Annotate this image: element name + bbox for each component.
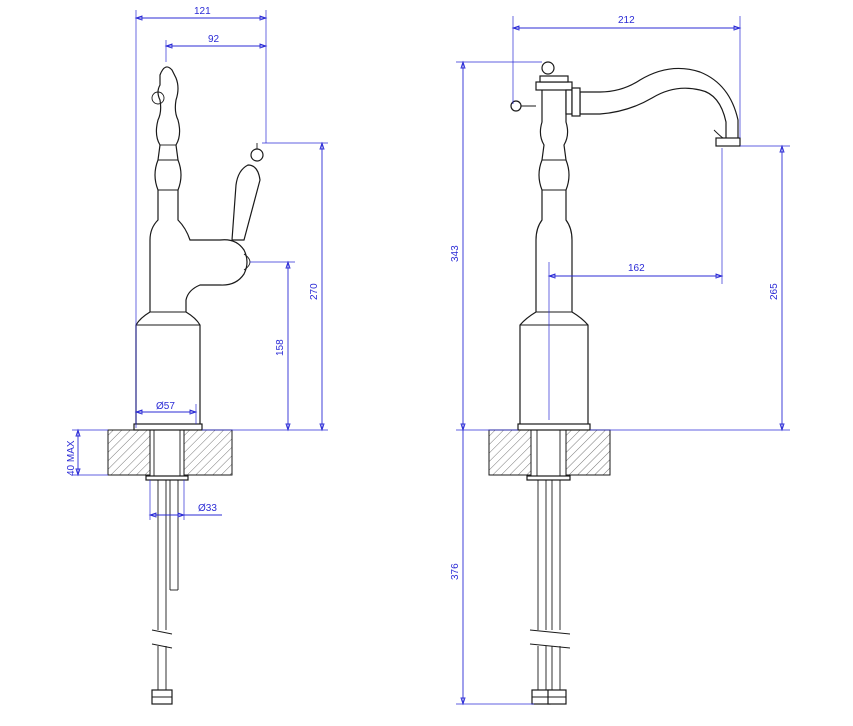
side-view: 121 92 270 158 Ø57 Ø33 40 MAX [66,6,328,705]
dim-158: 158 [275,339,286,356]
dim-376: 376 [450,563,461,580]
dim-121: 121 [194,6,211,17]
front-worktop-right-block [565,429,611,476]
dim-270: 270 [309,283,320,300]
front-tap-body [519,87,589,429]
front-spout [579,67,739,141]
side-handle-knob [250,148,264,162]
worktop-right-block [183,429,233,476]
front-lever-knob [510,100,522,112]
front-top-knob [541,61,555,75]
dim-max-thickness: 40 MAX [66,440,77,476]
front-view: 212 343 376 162 265 [450,15,790,706]
dim-212: 212 [618,15,635,26]
dim-265: 265 [769,283,780,300]
dim-base-diameter: Ø57 [156,401,175,412]
dim-343: 343 [450,245,461,262]
front-worktop-left-block [488,429,532,476]
dim-162: 162 [628,263,645,274]
side-tap-body [135,66,248,429]
dim-92: 92 [208,34,220,45]
worktop-left-block [107,429,151,476]
dim-shank-diameter: Ø33 [198,503,217,514]
side-handle [231,164,261,241]
